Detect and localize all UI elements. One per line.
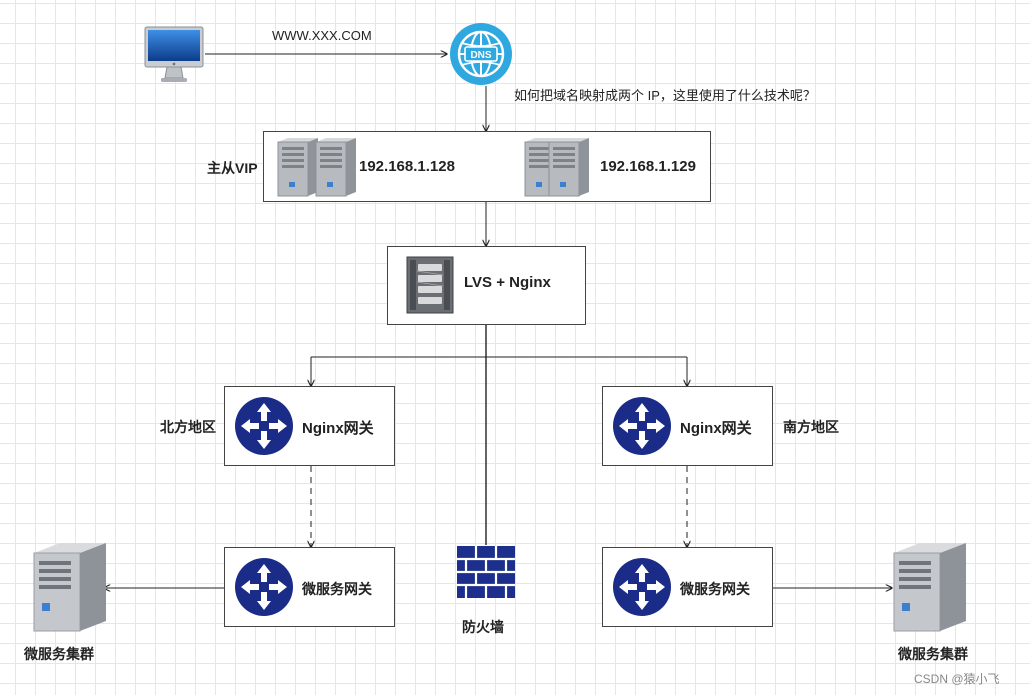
south-nginx-gateway-box[interactable]: Nginx网关 <box>602 386 773 466</box>
south-micro-gateway-label: 微服务网关 <box>680 581 750 597</box>
router-icon <box>235 558 293 616</box>
load-balancer-icon <box>406 256 454 314</box>
server-tower-icon <box>33 543 106 632</box>
server-rack-icon <box>277 138 356 197</box>
north-micro-gateway-label: 微服务网关 <box>302 581 372 597</box>
vip-group-box[interactable]: 192.168.1.128 192.168.1.129 <box>263 131 711 202</box>
south-region-label: 南方地区 <box>783 419 839 435</box>
south-nginx-gateway-label: Nginx网关 <box>680 420 752 437</box>
north-region-label: 北方地区 <box>160 419 216 435</box>
dns-icon-text: DNS <box>470 50 491 61</box>
north-nginx-gateway-box[interactable]: Nginx网关 <box>224 386 395 466</box>
south-micro-gateway-box[interactable]: 微服务网关 <box>602 547 773 627</box>
vip-server-2-ip: 192.168.1.129 <box>600 158 696 175</box>
csdn-watermark: CSDN @猿小飞 <box>914 672 1000 686</box>
firewall-label: 防火墙 <box>462 619 504 635</box>
router-icon <box>235 397 293 455</box>
client-url-label: WWW.XXX.COM <box>272 28 372 43</box>
vip-label: 主从VIP <box>207 160 258 176</box>
router-icon <box>613 397 671 455</box>
dns-question-text: 如何把域名映射成两个 IP，这里使用了什么技术呢？ <box>514 88 816 103</box>
north-micro-gateway-box[interactable]: 微服务网关 <box>224 547 395 627</box>
server-tower-icon <box>893 543 966 632</box>
router-icon <box>613 558 671 616</box>
firewall-brick-icon <box>457 546 515 598</box>
dns-globe-icon: DNS <box>450 23 512 85</box>
north-cluster-label: 微服务集群 <box>24 646 94 662</box>
desktop-computer-icon <box>144 26 204 82</box>
load-balancer-label: LVS + Nginx <box>464 274 551 291</box>
south-cluster-label: 微服务集群 <box>898 646 968 662</box>
north-nginx-gateway-label: Nginx网关 <box>302 420 374 437</box>
server-rack-icon <box>524 138 589 197</box>
vip-server-1-ip: 192.168.1.128 <box>359 158 455 175</box>
load-balancer-box[interactable]: LVS + Nginx <box>387 246 586 325</box>
